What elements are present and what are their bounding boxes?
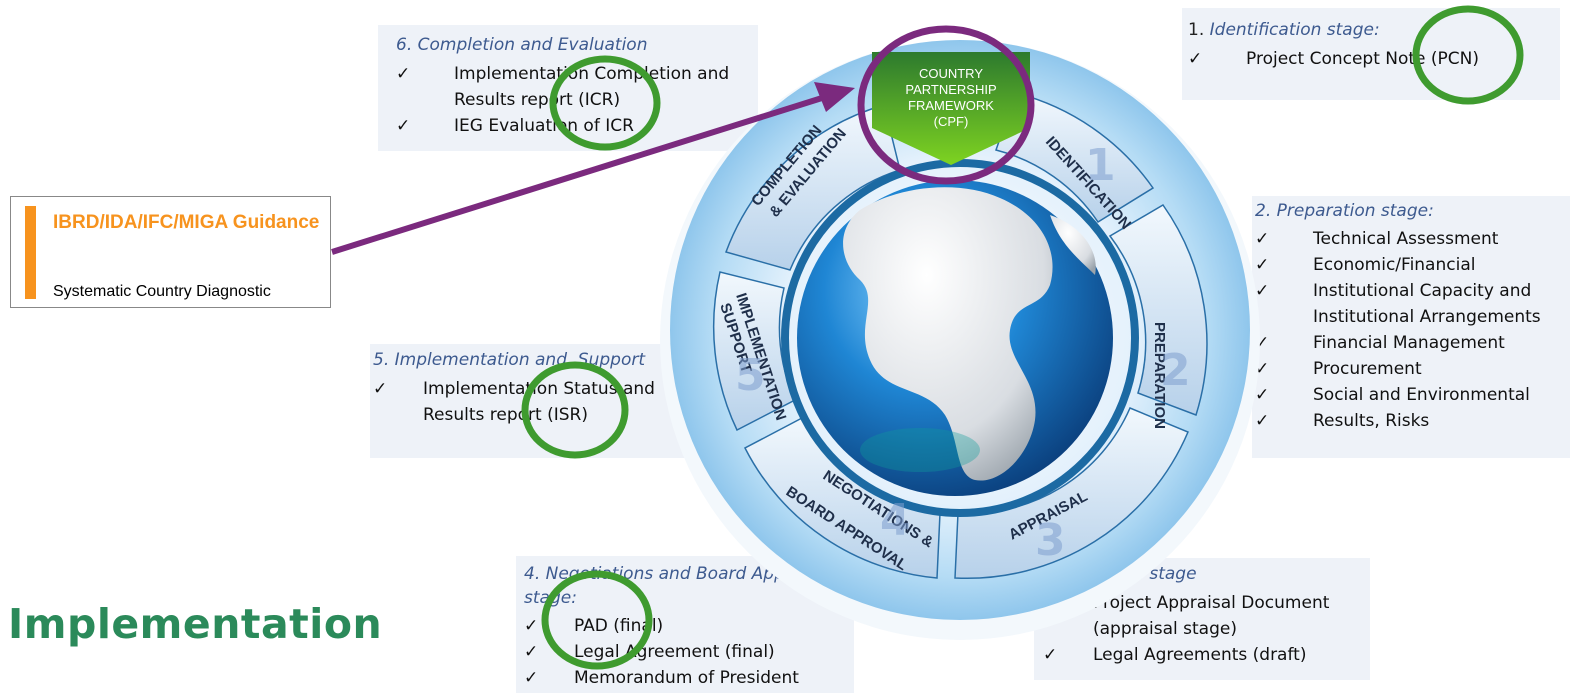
- list-item: ✓Implementation Status and Results repor…: [373, 379, 655, 425]
- globe: [797, 180, 1113, 496]
- guidance-connector-arrow: [331, 82, 855, 255]
- preparation-panel: 2. Preparation stage: ✓Technical Assessm…: [1252, 196, 1570, 458]
- segment-preparation: [1108, 204, 1208, 416]
- list-item: ✓Memorandum of President: [524, 668, 799, 688]
- list-item: ✓Project Appraisal Document (appraisal s…: [1043, 593, 1330, 639]
- ring-number-4: 4: [880, 495, 911, 546]
- highlight-icr: [549, 55, 661, 151]
- cpf-arrow: [872, 52, 1030, 165]
- list-item: ✓Implementation Completion and Results r…: [396, 64, 730, 110]
- list-item: ✓PAD (final): [524, 616, 664, 636]
- cpf-line-4: (CPF): [934, 114, 969, 129]
- guidance-accent-bar: [25, 206, 36, 299]
- highlight-cpf: [857, 25, 1035, 185]
- list-item: ✓Technical Assessment: [1255, 229, 1499, 249]
- cpf-line-3: FRAMEWORK: [908, 98, 994, 113]
- identification-title: 1. Identification stage:: [1188, 20, 1380, 40]
- implementation-heading: Implementation: [8, 600, 383, 648]
- identification-panel: 1. Identification stage: ✓Project Concep…: [1182, 8, 1560, 100]
- guidance-title: IBRD/IDA/IFC/MIGA Guidance: [53, 212, 320, 233]
- cpf-line-1: COUNTRY: [919, 66, 983, 81]
- list-item: ✓Social and Environmental: [1255, 385, 1530, 405]
- ring-label-preparation: PREPARATION: [1151, 322, 1168, 429]
- list-item: ✓IEG Evaluation of ICR: [396, 116, 634, 136]
- segment-appraisal: [954, 407, 1189, 580]
- preparation-title: 2. Preparation stage:: [1255, 201, 1434, 221]
- ring-number-3: 3: [1035, 515, 1066, 566]
- inner-ring: [781, 159, 1139, 517]
- list-item: ✓Project Concept Note (PCN): [1188, 49, 1480, 69]
- segment-identification: [995, 92, 1155, 224]
- highlight-pad: [541, 570, 653, 670]
- guidance-box: IBRD/IDA/IFC/MIGA Guidance Systematic Co…: [10, 196, 331, 308]
- completion-title: 6. Completion and Evaluation: [396, 35, 648, 55]
- list-item: ✓Legal Agreements (draft): [1043, 645, 1307, 665]
- ring-number-5: 5: [735, 350, 766, 401]
- cpf-line-2: PARTNERSHIP: [905, 82, 996, 97]
- ring-number-2: 2: [1160, 345, 1191, 396]
- ring-number-1: 1: [1085, 140, 1116, 191]
- list-item: ✓Economic/Financial: [1255, 255, 1476, 275]
- guidance-subtitle: Systematic Country Diagnostic: [53, 283, 271, 300]
- list-item: ✓Results, Risks: [1255, 411, 1430, 431]
- highlight-pcn: [1412, 5, 1524, 105]
- highlight-isr: [521, 361, 629, 459]
- list-item: ✓Institutional Capacity and Institutiona…: [1255, 281, 1541, 327]
